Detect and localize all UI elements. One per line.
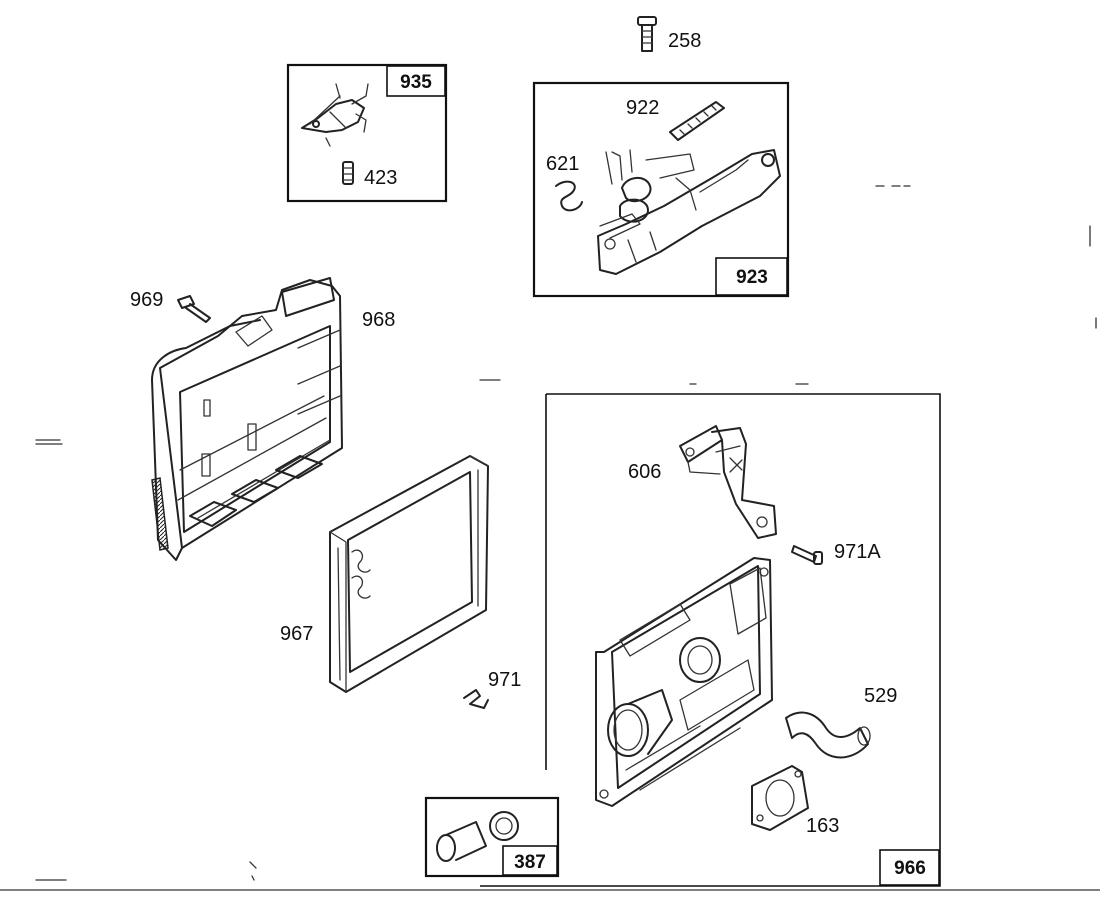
screw-258-part bbox=[637, 16, 657, 52]
kit-box-387: 387 bbox=[424, 796, 560, 878]
part-label-971A: 971A bbox=[834, 541, 881, 563]
bracket-606-part bbox=[679, 425, 777, 539]
screw-423-part bbox=[342, 161, 354, 185]
kit-box-387-tag bbox=[502, 845, 558, 876]
kit-box-935: 935 423 bbox=[286, 63, 448, 203]
air-cleaner-base-968-part bbox=[151, 277, 343, 561]
elbow-hose-529-part bbox=[785, 711, 871, 759]
air-cleaner-housing-part bbox=[595, 557, 773, 807]
gasket-163-part bbox=[751, 765, 809, 831]
kit-box-387-label: 387 bbox=[514, 852, 546, 873]
kit-box-966-tag bbox=[879, 849, 940, 886]
part-label-529: 529 bbox=[864, 685, 897, 707]
kit-box-935-label: 935 bbox=[400, 72, 432, 93]
kit-box-923-tag bbox=[715, 257, 788, 296]
part-label-968: 968 bbox=[362, 309, 395, 331]
kit-box-923-label: 923 bbox=[736, 267, 768, 288]
part-label-621: 621 bbox=[546, 153, 579, 175]
kit-box-923: 923 922 621 bbox=[532, 81, 790, 298]
screw-969-part bbox=[177, 295, 211, 323]
part-label-423: 423 bbox=[364, 167, 397, 189]
air-filter-967-part bbox=[329, 455, 489, 693]
part-label-971: 971 bbox=[488, 669, 521, 691]
part-label-606: 606 bbox=[628, 461, 661, 483]
part-label-922: 922 bbox=[626, 97, 659, 119]
kit-box-935-tag bbox=[386, 65, 446, 97]
spring-922-part bbox=[669, 101, 725, 141]
governor-link-part bbox=[301, 83, 369, 147]
part-label-969: 969 bbox=[130, 289, 163, 311]
kit-box-966-label: 966 bbox=[894, 858, 926, 879]
spring-621-part bbox=[555, 180, 583, 212]
part-label-967: 967 bbox=[280, 623, 313, 645]
part-label-258: 258 bbox=[668, 30, 701, 52]
scan-artifacts bbox=[0, 185, 1100, 891]
clip-971-part bbox=[463, 689, 489, 709]
screw-971A-part bbox=[791, 545, 823, 565]
kit-box-966: 966 606 971A bbox=[480, 393, 941, 887]
fitting-387-part bbox=[436, 811, 519, 862]
governor-bracket-part bbox=[597, 149, 781, 275]
part-label-163: 163 bbox=[806, 815, 839, 837]
